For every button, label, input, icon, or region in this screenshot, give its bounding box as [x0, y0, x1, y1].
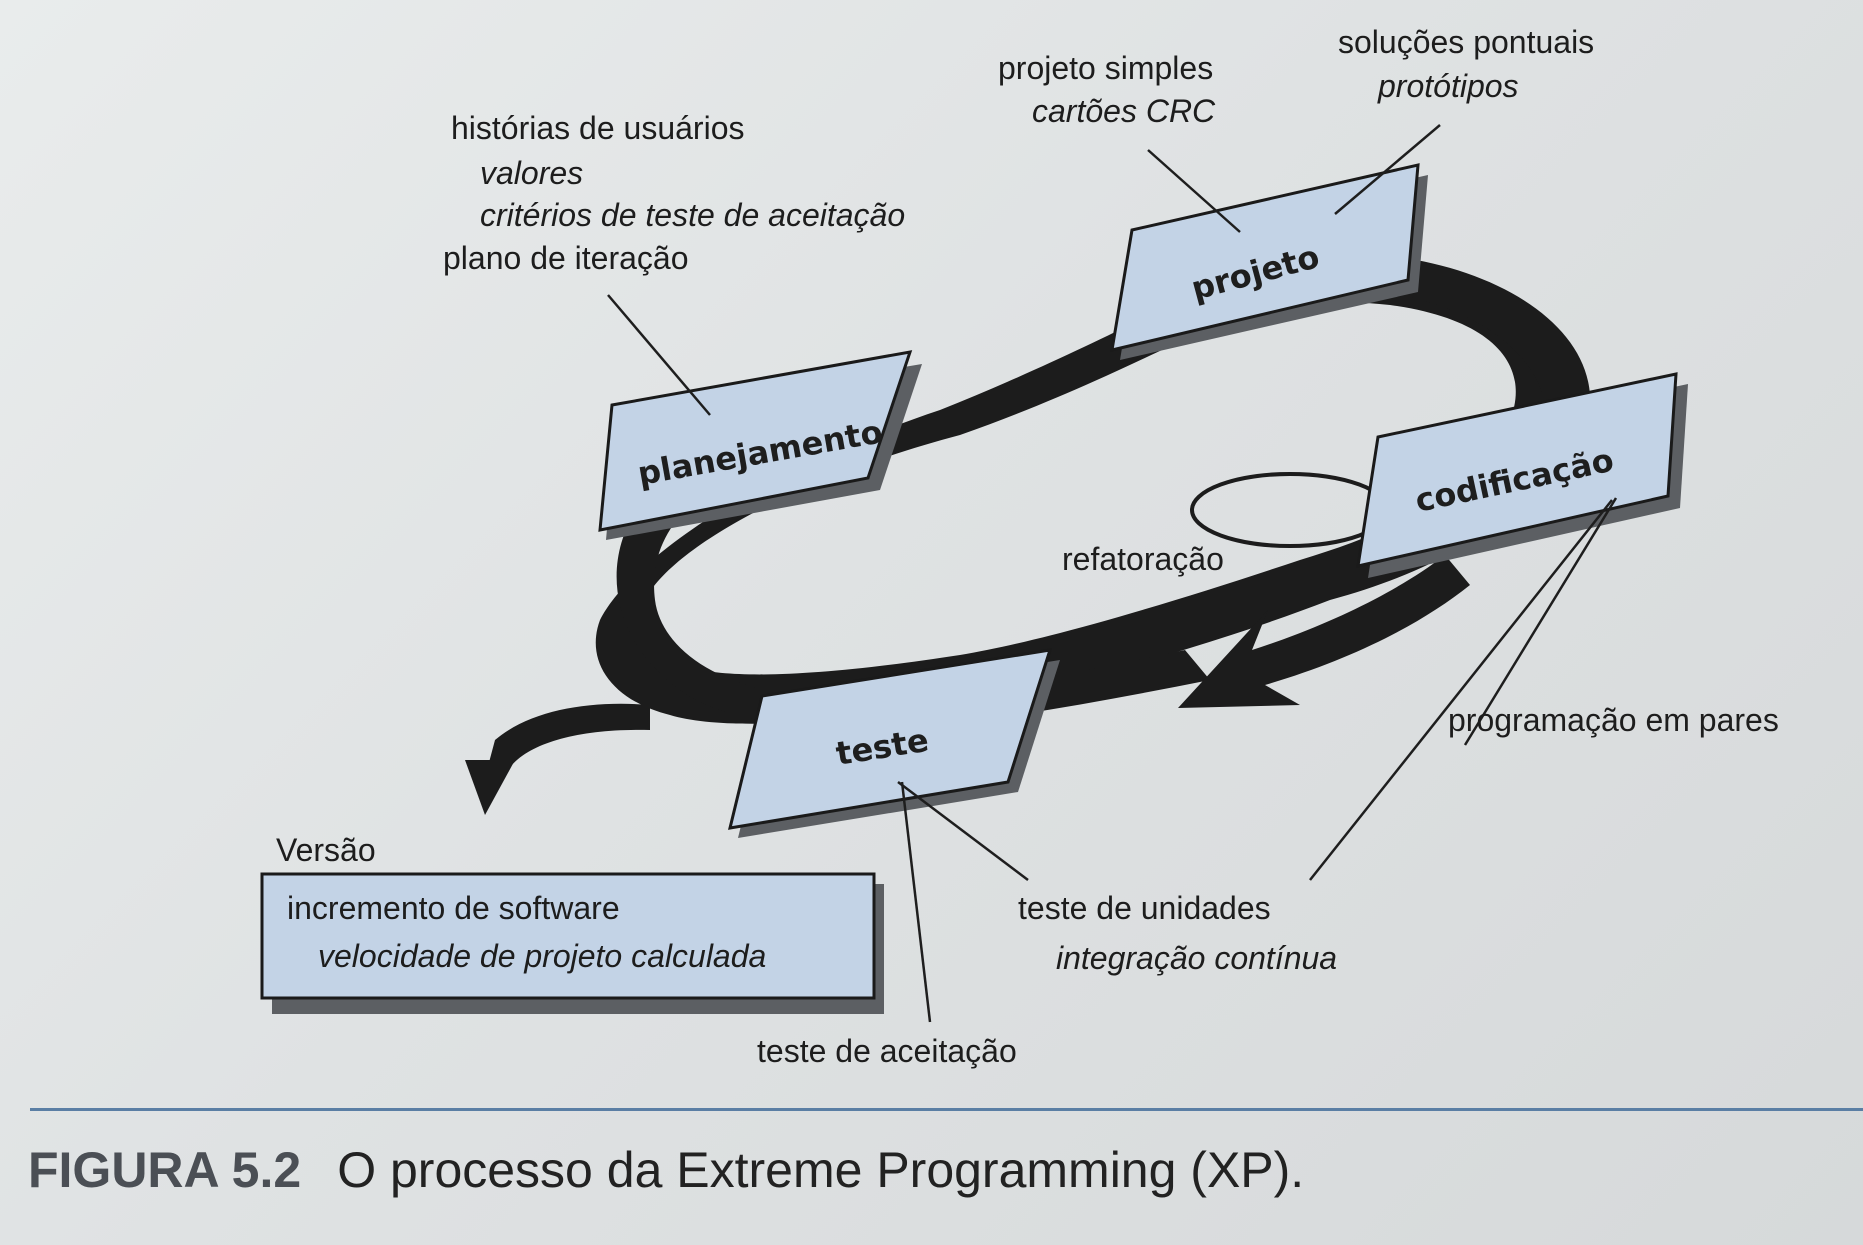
box-planejamento: planejamento: [598, 350, 922, 540]
note-acceptance-criteria: critérios de teste de aceitação: [480, 197, 906, 233]
release-arrow-shaft: [487, 703, 650, 775]
figure-number: FIGURA 5.2: [28, 1142, 302, 1198]
leader-acceptance-test: [900, 781, 932, 1023]
release-arrowhead: [465, 760, 515, 815]
refactoring-loop: [1190, 472, 1390, 548]
leader-planning: [607, 294, 711, 416]
leader-design: [1147, 149, 1241, 233]
box-codificacao: codificação: [1356, 372, 1688, 578]
leader-lines: [607, 124, 1618, 1023]
figure-title: O processo da Extreme Programming (XP).: [337, 1142, 1305, 1198]
leader-spike: [1334, 124, 1441, 215]
note-continuous-integration: integração contínua: [1056, 940, 1338, 976]
note-unit-test: teste de unidades: [1018, 890, 1271, 926]
note-crc-cards: cartões CRC: [1032, 93, 1216, 129]
note-user-stories: histórias de usuários: [451, 110, 745, 146]
release-title: Versão: [276, 832, 376, 868]
note-spike-solutions: soluções pontuais: [1338, 24, 1595, 60]
cycle-loop-upper: [1370, 255, 1590, 405]
leader-unit-test: [897, 781, 1029, 881]
release-box: [260, 872, 876, 1000]
leader-integration: [1309, 499, 1613, 881]
box-teste: teste: [728, 648, 1060, 838]
note-prototypes: protótipos: [1378, 68, 1519, 104]
note-iteration-plan: plano de iteração: [443, 240, 689, 276]
box-projeto: projeto: [1110, 163, 1428, 360]
note-pair-programming: programação em pares: [1448, 702, 1779, 738]
figure-caption: FIGURA 5.2 O processo da Extreme Programm…: [28, 1140, 1304, 1200]
release-line-velocity: velocidade de projeto calculada: [318, 938, 767, 974]
leader-pair-programming: [1463, 497, 1618, 746]
note-values: valores: [480, 155, 584, 191]
release-line-increment: incremento de software: [287, 890, 620, 926]
note-acceptance-test: teste de aceitação: [757, 1033, 1017, 1069]
note-simple-design: projeto simples: [998, 50, 1214, 86]
note-refactoring: refatoração: [1062, 541, 1224, 577]
cycle-loop-left: [616, 505, 765, 720]
cycle-arrowhead: [1178, 555, 1470, 708]
caption-rule: [30, 1108, 1863, 1111]
